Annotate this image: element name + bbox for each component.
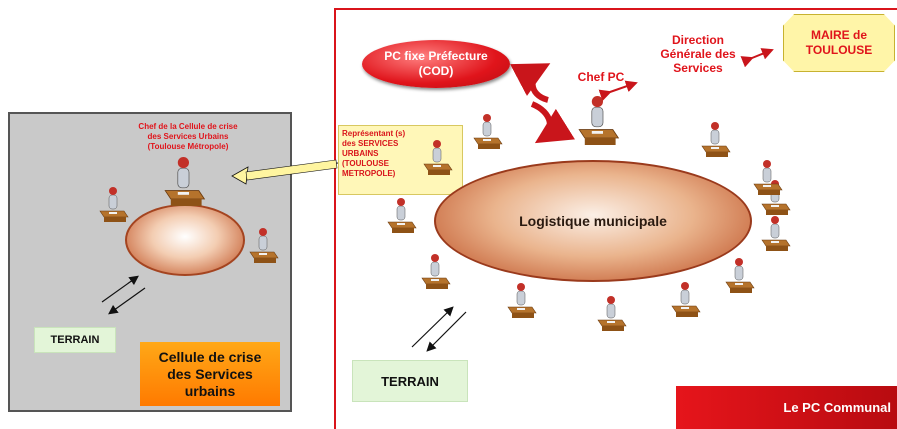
terrain-right-label: TERRAIN [381, 373, 439, 389]
representant-line-5: METROPOLE) [342, 169, 396, 178]
logistique-ellipse: Logistique municipale [434, 160, 752, 282]
terrain-right-arrow-up [411, 306, 454, 348]
desk-figure-12 [701, 121, 731, 158]
desk-figure-8 [725, 257, 755, 294]
representant-line-3: URBAINS [342, 149, 379, 158]
desk-figure-1 [473, 113, 503, 150]
cellule-title-line-2: des Services [167, 365, 253, 382]
chef-pc-desk [578, 95, 620, 146]
cellule-title-line-3: urbains [184, 382, 236, 399]
pc-communal-label: Le PC Communal [783, 400, 891, 415]
pc-fixe-ellipse: PC fixe Préfecture (COD) [362, 40, 510, 88]
cellule-title-line-1: Cellule de crise [158, 348, 262, 365]
desk-figure-11 [753, 159, 783, 196]
link-arrowhead-left [231, 166, 249, 185]
chef-cellule-line-2: des Services Urbains [147, 132, 229, 141]
desk-figure-6 [597, 295, 627, 332]
direction-maire-arrow [740, 48, 774, 68]
link-arrow-body [245, 159, 338, 181]
pc-fixe-line-1: PC fixe Préfecture [384, 49, 488, 63]
cycle-arrow-up [510, 63, 551, 103]
maire-line-2: TOULOUSE [805, 43, 873, 57]
desk-figure-2 [423, 139, 453, 176]
direction-line-3: Services [673, 61, 723, 75]
desk-figure-4 [421, 253, 451, 290]
representant-line-4: (TOULOUSE [342, 159, 389, 168]
chef-pc-label: Chef PC [577, 70, 625, 84]
chef-cellule-line-1: Chef de la Cellule de crise [138, 122, 238, 131]
cycle-arrow-down [530, 101, 575, 144]
direction-line-2: Générale des [660, 47, 736, 61]
desk-figure-9 [761, 215, 791, 252]
pc-fixe-line-2: (COD) [418, 64, 454, 78]
chef-cellule-label: Chef de la Cellule de crise des Services… [108, 122, 268, 152]
desk-figure-3 [387, 197, 417, 234]
terrain-right-box: TERRAIN [352, 360, 468, 402]
maire-line-1: MAIRE de [810, 28, 867, 42]
terrain-right-arrow-down [426, 311, 467, 352]
terrain-left-arrow-up [101, 275, 139, 303]
cellule-figure-2 [249, 227, 279, 264]
desk-figure-5 [507, 282, 537, 319]
representant-line-1: Représentant (s) [342, 129, 406, 138]
terrain-left-box: TERRAIN [34, 327, 116, 353]
logistique-label: Logistique municipale [519, 213, 667, 229]
cellule-figure-1 [99, 186, 129, 223]
chef-cellule-desk [164, 156, 206, 207]
cellule-title-box: Cellule de crise des Services urbains [140, 342, 280, 406]
maire-box: MAIRE de TOULOUSE [783, 14, 895, 72]
representant-line-2: des SERVICES [342, 139, 399, 148]
representant-box: Représentant (s) des SERVICES URBAINS (T… [338, 125, 463, 195]
chefpc-direction-arrow [598, 80, 638, 101]
desk-figure-7 [671, 281, 701, 318]
terrain-left-label: TERRAIN [50, 334, 100, 346]
chef-cellule-line-3: (Toulouse Métropole) [147, 142, 229, 151]
terrain-left-arrow-down [108, 287, 146, 315]
pc-communal-banner: Le PC Communal [676, 386, 897, 429]
direction-line-1: Direction [671, 33, 724, 47]
pc-communal-frame [334, 8, 897, 429]
direction-label: Direction Générale des Services [648, 33, 748, 75]
